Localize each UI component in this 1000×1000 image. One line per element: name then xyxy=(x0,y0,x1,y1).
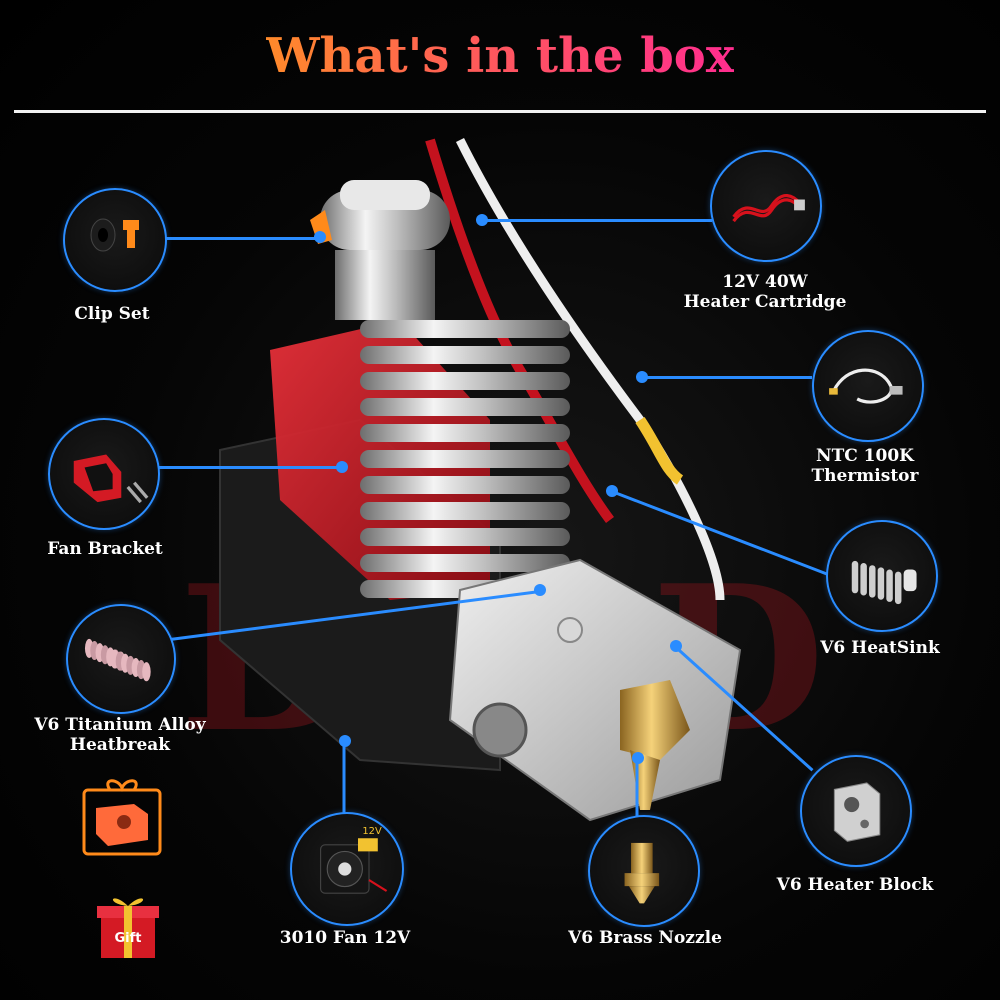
heatsink-fin xyxy=(360,502,570,520)
heater-cartridge-callout-line xyxy=(482,219,712,222)
title-divider xyxy=(14,110,986,113)
fan-bracket-callout-dot xyxy=(336,461,348,473)
gift-label: Gift xyxy=(115,931,142,946)
thermistor-callout-line xyxy=(642,376,812,379)
thermistor-icon xyxy=(812,330,924,442)
thermistor-label-line1: NTC 100K xyxy=(816,446,914,466)
clip-set-label: Clip Set xyxy=(74,304,150,324)
page-title: What's in the box xyxy=(265,28,735,84)
heatsink-icon xyxy=(826,520,938,632)
fan-callout-dot xyxy=(339,735,351,747)
heatsink-icon-fin xyxy=(860,563,867,596)
fan-bracket-label: Fan Bracket xyxy=(47,539,163,559)
heatbreak-label-line1: V6 Titanium Alloy xyxy=(34,715,206,735)
heatsink-fin xyxy=(360,528,570,546)
fan-voltage-label: 12V xyxy=(362,826,382,837)
fan-callout-line xyxy=(342,741,346,822)
heatbreak-icon xyxy=(66,604,176,714)
thermistor-label-line2: Thermistor xyxy=(811,466,919,486)
heatsink-fin xyxy=(360,398,570,416)
heatsink-fin xyxy=(360,554,570,572)
fan-bracket-icon xyxy=(48,418,160,530)
heater-block-label: V6 Heater Block xyxy=(776,875,934,895)
brass-nozzle-icon xyxy=(588,815,700,927)
heater-cartridge-label-line2: Heater Cartridge xyxy=(683,292,847,312)
hotend-assembly-image xyxy=(219,137,742,822)
heatsink-icon-fin xyxy=(894,571,902,605)
heatbreak-label-line2: Heatbreak xyxy=(69,735,171,755)
silicone-sock-gift-icon xyxy=(82,776,162,856)
heater-cartridge-label: 12V 40W Heater Cartridge xyxy=(680,272,850,312)
gift-box-icon: Gift xyxy=(95,890,161,960)
brass-nozzle-label: V6 Brass Nozzle xyxy=(568,928,722,948)
heatsink-fin xyxy=(360,424,570,442)
heatsink-icon-top xyxy=(903,569,917,592)
heatsink-icon-fin xyxy=(851,560,859,594)
heatsink-fin xyxy=(360,372,570,390)
fan-label: 3010 Fan 12V xyxy=(279,928,411,948)
heater-cartridge-icon xyxy=(710,150,822,262)
heatsink-fin xyxy=(360,476,570,494)
heater-cartridge-callout-dot xyxy=(476,214,488,226)
heatbreak-thread xyxy=(142,662,151,682)
brass-nozzle-callout-dot xyxy=(632,752,644,764)
heatsink-label: V6 HeatSink xyxy=(820,638,940,658)
heatbreak-callout-dot xyxy=(534,584,546,596)
thermistor-label: NTC 100K Thermistor xyxy=(790,446,940,486)
heatsink-fin xyxy=(360,450,570,468)
clip-set-callout-line xyxy=(165,237,320,240)
fan-bracket-callout-line xyxy=(155,466,340,469)
heatsink-fin xyxy=(360,320,570,338)
heatsink-fin xyxy=(360,346,570,364)
heater-block-callout-dot xyxy=(670,640,682,652)
fan-icon: 12V xyxy=(290,812,404,926)
thermistor-callout-dot xyxy=(636,371,648,383)
clip-set-callout-dot xyxy=(314,231,326,243)
heatsink-callout-dot xyxy=(606,485,618,497)
clip-set-icon xyxy=(63,188,167,292)
heater-block-icon xyxy=(800,755,912,867)
heatbreak-label: V6 Titanium Alloy Heatbreak xyxy=(30,715,210,755)
heater-cartridge-label-line1: 12V 40W xyxy=(722,272,808,292)
heatsink-icon-fin xyxy=(869,565,876,598)
heatsink-icon-fin xyxy=(877,567,885,600)
heatsink-icon-fin xyxy=(886,569,893,602)
brass-nozzle-callout-line xyxy=(635,761,639,822)
